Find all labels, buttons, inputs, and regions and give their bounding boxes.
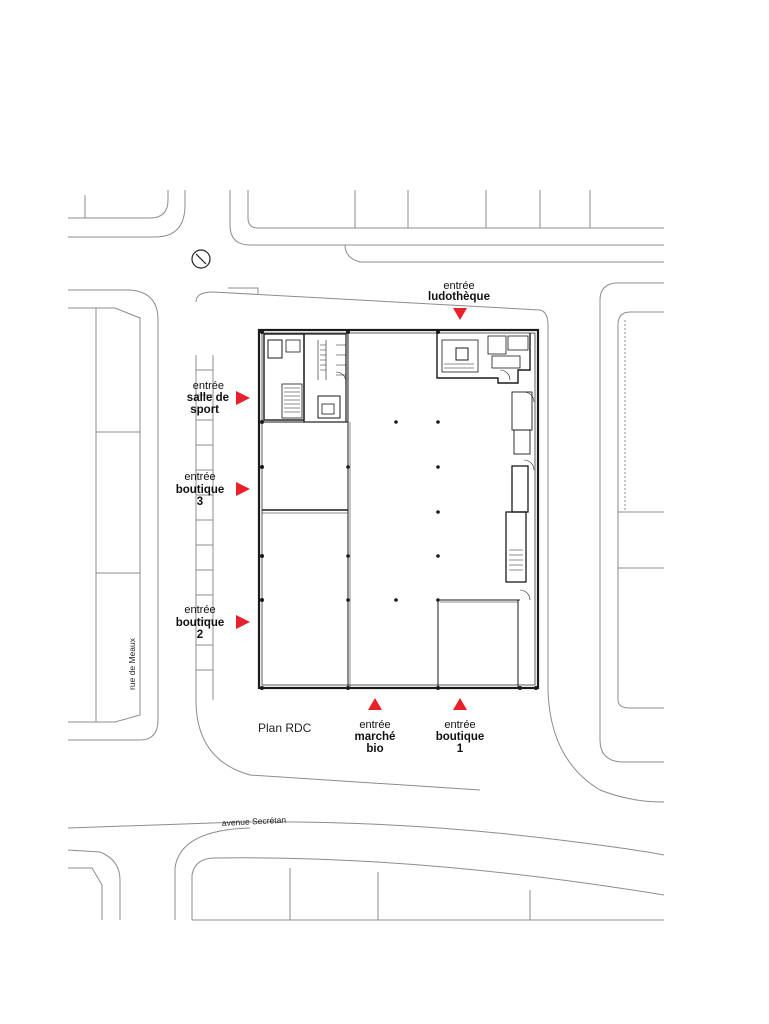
- entrance-word: entrée: [184, 471, 215, 483]
- entrance-name: salle de: [187, 392, 229, 404]
- entrance-marker-boutique-2: [236, 615, 250, 629]
- plan-title: Plan RDC: [258, 721, 312, 735]
- entrance-word: entrée: [184, 604, 215, 616]
- entrance-name: 2: [197, 629, 203, 641]
- entrance-name: 1: [457, 743, 464, 755]
- entrance-label-boutique-3: entrée boutique 3: [176, 471, 225, 508]
- entrance-name: marché: [355, 731, 396, 743]
- entrance-name: ludothèque: [428, 291, 490, 303]
- entrance-label-boutique-2: entrée boutique 2: [176, 604, 225, 641]
- entrance-word: entrée: [359, 719, 390, 731]
- entrance-marker-salle-de-sport: [236, 391, 250, 405]
- street-outlines: [67, 190, 665, 921]
- north-arrow-icon: [191, 249, 211, 269]
- entrance-label-ludotheque: entrée ludothèque: [428, 280, 490, 303]
- entrance-marker-boutique-3: [236, 482, 250, 496]
- entrance-marker-boutique-1: [453, 698, 467, 710]
- entrance-label-marche-bio: entrée marché bio: [355, 719, 396, 755]
- entrance-label-salle-de-sport: entrée salle de sport: [187, 380, 229, 416]
- entrance-name: boutique: [436, 731, 485, 743]
- street-label-rue-de-meaux: rue de Meaux: [127, 637, 137, 690]
- entrance-label-boutique-1: entrée boutique 1: [436, 719, 485, 755]
- structural-columns: [260, 330, 538, 690]
- entrance-marker-marche-bio: [368, 698, 382, 710]
- entrance-name: sport: [190, 404, 219, 416]
- entrance-word: entrée: [193, 380, 224, 392]
- entrance-name: boutique: [176, 484, 225, 496]
- entrance-word: entrée: [443, 280, 474, 292]
- entrance-markers: [236, 308, 467, 710]
- entrance-word: entrée: [444, 719, 475, 731]
- building-outline: [257, 328, 540, 690]
- entrance-marker-ludotheque: [453, 308, 467, 320]
- entrance-name: bio: [366, 743, 383, 755]
- street-label-avenue-secretan: avenue Secrétan: [222, 815, 287, 828]
- entrance-name: 3: [197, 496, 203, 508]
- entrance-name: boutique: [176, 617, 225, 629]
